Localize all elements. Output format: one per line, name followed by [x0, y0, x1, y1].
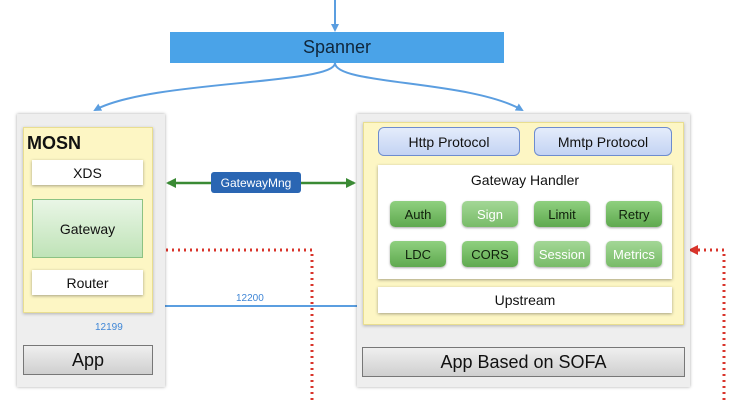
xds-box: XDS — [32, 160, 143, 185]
mosn-title: MOSN — [27, 133, 81, 153]
mmtp-protocol-box: Mmtp Protocol — [534, 127, 672, 156]
handler-chip-session: Session — [534, 241, 590, 267]
mosn-gateway-box: Gateway — [32, 199, 143, 258]
sofa-app-box: App Based on SOFA — [362, 347, 685, 377]
mosn-app-box: App — [23, 345, 153, 375]
handler-chip-cors: CORS — [462, 241, 518, 267]
red-dotted-to-mosn — [155, 245, 314, 400]
spanner-to-gateway-arrow — [334, 62, 524, 111]
handler-chip-retry: Retry — [606, 201, 662, 227]
port-label-mosn-app: 12199 — [95, 322, 123, 333]
red-dotted-to-gateway — [688, 245, 726, 400]
port-label-upstream-mosn: 12200 — [236, 293, 264, 304]
handler-chip-metrics: Metrics — [606, 241, 662, 267]
spanner-label: Spanner — [302, 37, 372, 57]
handler-chip-auth: Auth — [390, 201, 446, 227]
handler-chip-ldc: LDC — [390, 241, 446, 267]
router-box: Router — [32, 270, 143, 295]
spanner-to-mosn-arrow — [93, 62, 336, 111]
spanner-bar: Spanner — [170, 32, 504, 63]
handler-chip-sign: Sign — [462, 201, 518, 227]
gatewaymng-label: GatewayMng — [211, 172, 301, 193]
handler-chip-limit: Limit — [534, 201, 590, 227]
gateway-handler-title: Gateway Handler — [470, 172, 580, 188]
upstream-box: Upstream — [378, 287, 672, 313]
http-protocol-box: Http Protocol — [378, 127, 520, 156]
